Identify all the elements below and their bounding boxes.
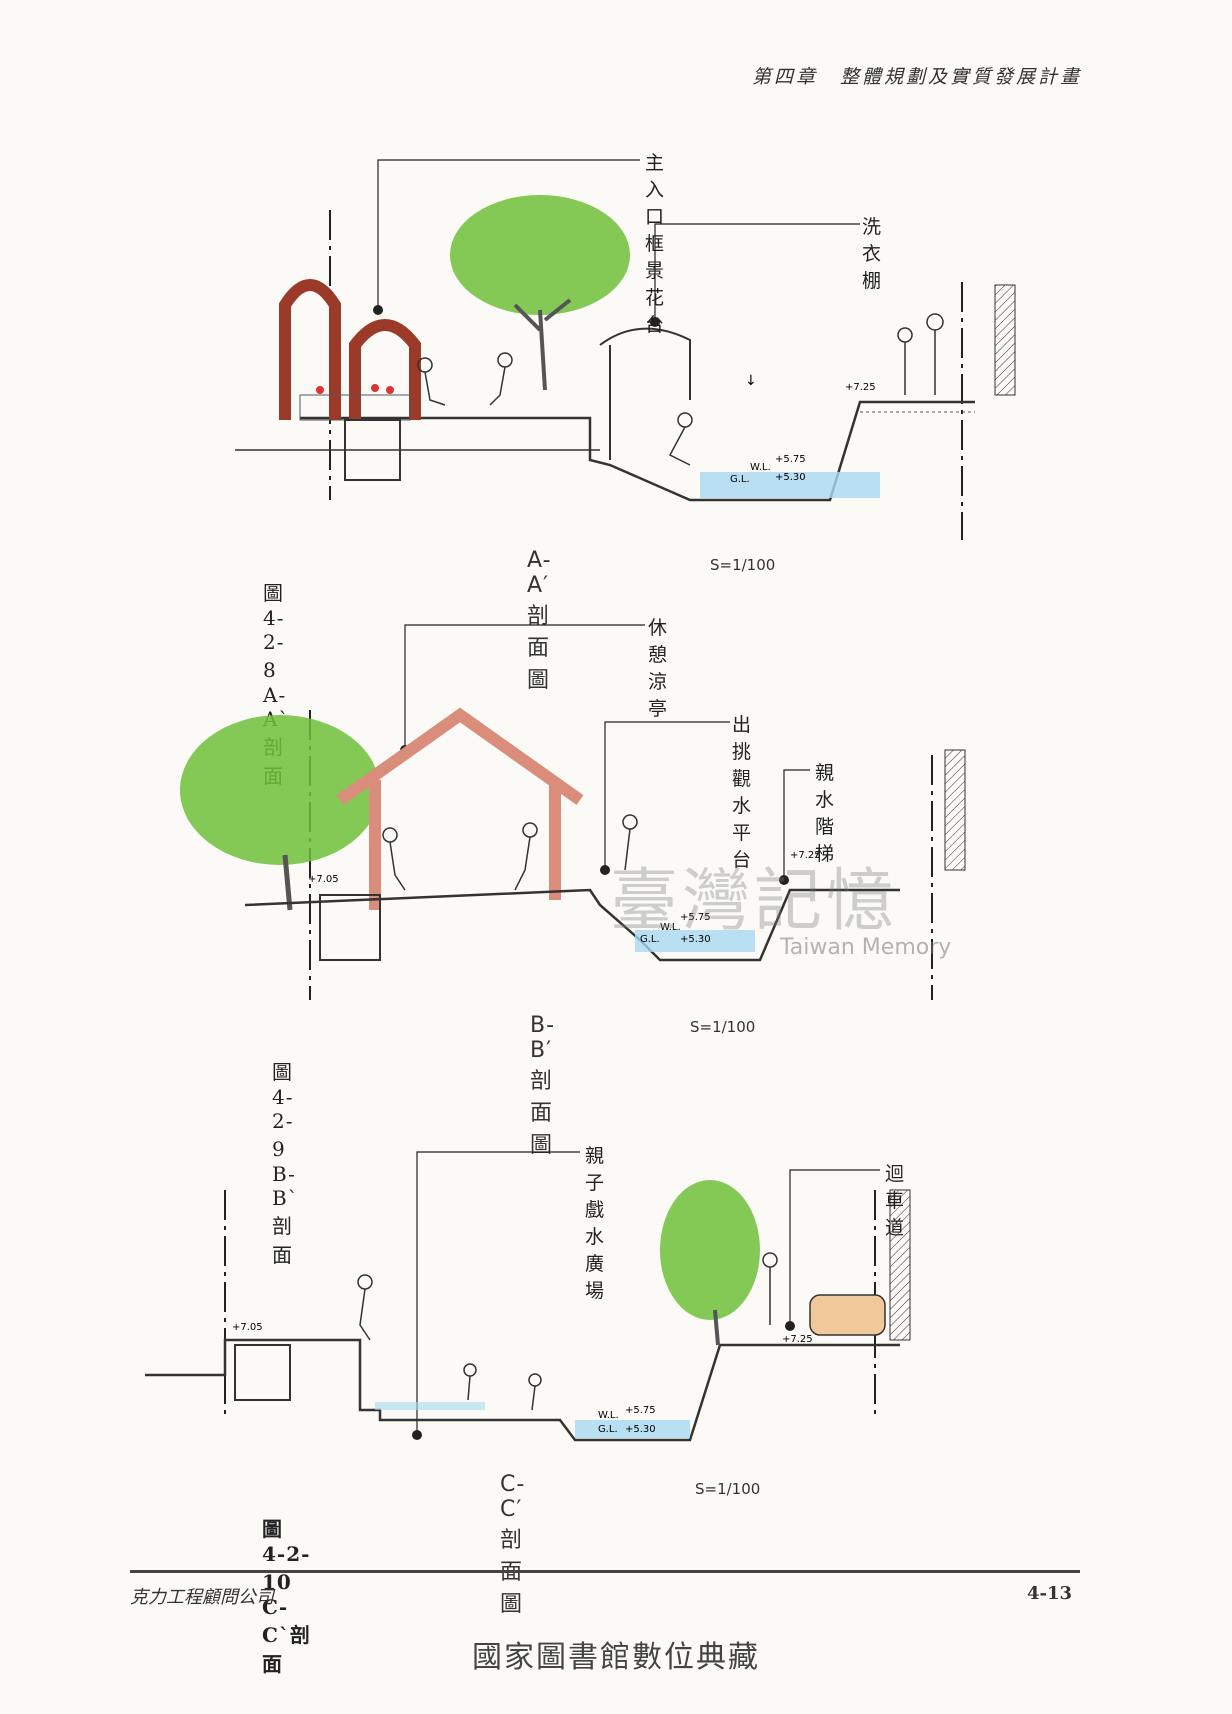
svg-text:W.L.: W.L. — [598, 1410, 619, 1421]
elevation-label: +7.25 — [845, 382, 876, 393]
callout-turnaround-road: 迴車道 — [885, 1163, 905, 1239]
callout-family-water-plaza: 親子戲水廣場 — [585, 1145, 605, 1302]
footer-company: 克力工程顧問公司 — [130, 1587, 274, 1608]
svg-text:+7.25: +7.25 — [790, 850, 821, 861]
car — [809, 1294, 886, 1336]
brick-arch — [279, 279, 341, 420]
callout-laundry-shed: 洗衣棚 — [862, 216, 882, 292]
pavilion-roof — [336, 707, 584, 805]
callout-main-entrance-planter: 主入口框景花台 — [645, 152, 665, 336]
tree — [450, 195, 630, 315]
section-cc-drawing: +7.05 +7.25 +5.75 +5.30 W.L. G.L. — [145, 1151, 911, 1442]
svg-text:↓: ↓ — [745, 373, 757, 389]
svg-text:+7.25: +7.25 — [782, 1334, 813, 1345]
svg-text:+5.75: +5.75 — [625, 1405, 656, 1416]
section-title: C-C′剖面圖 — [500, 1472, 526, 1617]
water-channel — [635, 930, 755, 952]
svg-text:+7.05: +7.05 — [308, 874, 339, 885]
svg-text:W.L.: W.L. — [660, 922, 681, 933]
svg-text:+5.30: +5.30 — [680, 934, 711, 945]
svg-text:G.L.: G.L. — [640, 934, 660, 945]
section-scale: S=1/100 — [695, 1480, 761, 1498]
callout-waterside-steps: 親水階梯 — [815, 762, 835, 865]
callout-rest-pavilion: 休憩涼亭 — [648, 617, 668, 720]
footer-divider — [130, 1570, 1080, 1573]
chapter-header: 第四章 整體規劃及實質發展計畫 — [751, 66, 1082, 88]
svg-text:+5.30: +5.30 — [775, 472, 806, 483]
section-title: A-A′剖面圖 — [527, 548, 552, 693]
svg-text:G.L.: G.L. — [730, 474, 750, 485]
tree — [180, 715, 380, 865]
svg-text:+5.30: +5.30 — [625, 1424, 656, 1435]
svg-text:+5.75: +5.75 — [680, 912, 711, 923]
page-number: 4-13 — [1026, 1583, 1072, 1604]
svg-text:+7.05: +7.05 — [232, 1322, 263, 1333]
watermark-chinese: 臺灣記憶 — [610, 862, 899, 941]
section-scale: S=1/100 — [710, 556, 776, 574]
svg-text:+5.75: +5.75 — [775, 454, 806, 465]
watermark-english: Taiwan Memory — [780, 935, 952, 960]
figure-caption: 圖 4-2-9 B-B`剖面 — [272, 1060, 307, 1267]
water-channel — [575, 1420, 690, 1438]
library-mark: 國家圖書館數位典藏 — [472, 1640, 760, 1675]
section-bb-drawing: +7.05 +7.25 +5.75 +5.30 W.L. G.L. — [180, 624, 966, 1000]
svg-text:G.L.: G.L. — [598, 1424, 618, 1435]
svg-text:W.L.: W.L. — [750, 462, 771, 473]
section-aa-drawing: +7.25 +5.75 +5.30 W.L. G.L. ↓ — [235, 159, 1016, 540]
water-channel — [700, 472, 880, 498]
figure-caption: 圖 4-2-10 C-C`剖面 — [262, 1517, 313, 1676]
section-scale: S=1/100 — [690, 1018, 756, 1036]
callout-cantilever-viewing-platform: 出挑觀水平台 — [732, 714, 752, 871]
tree — [660, 1180, 760, 1320]
